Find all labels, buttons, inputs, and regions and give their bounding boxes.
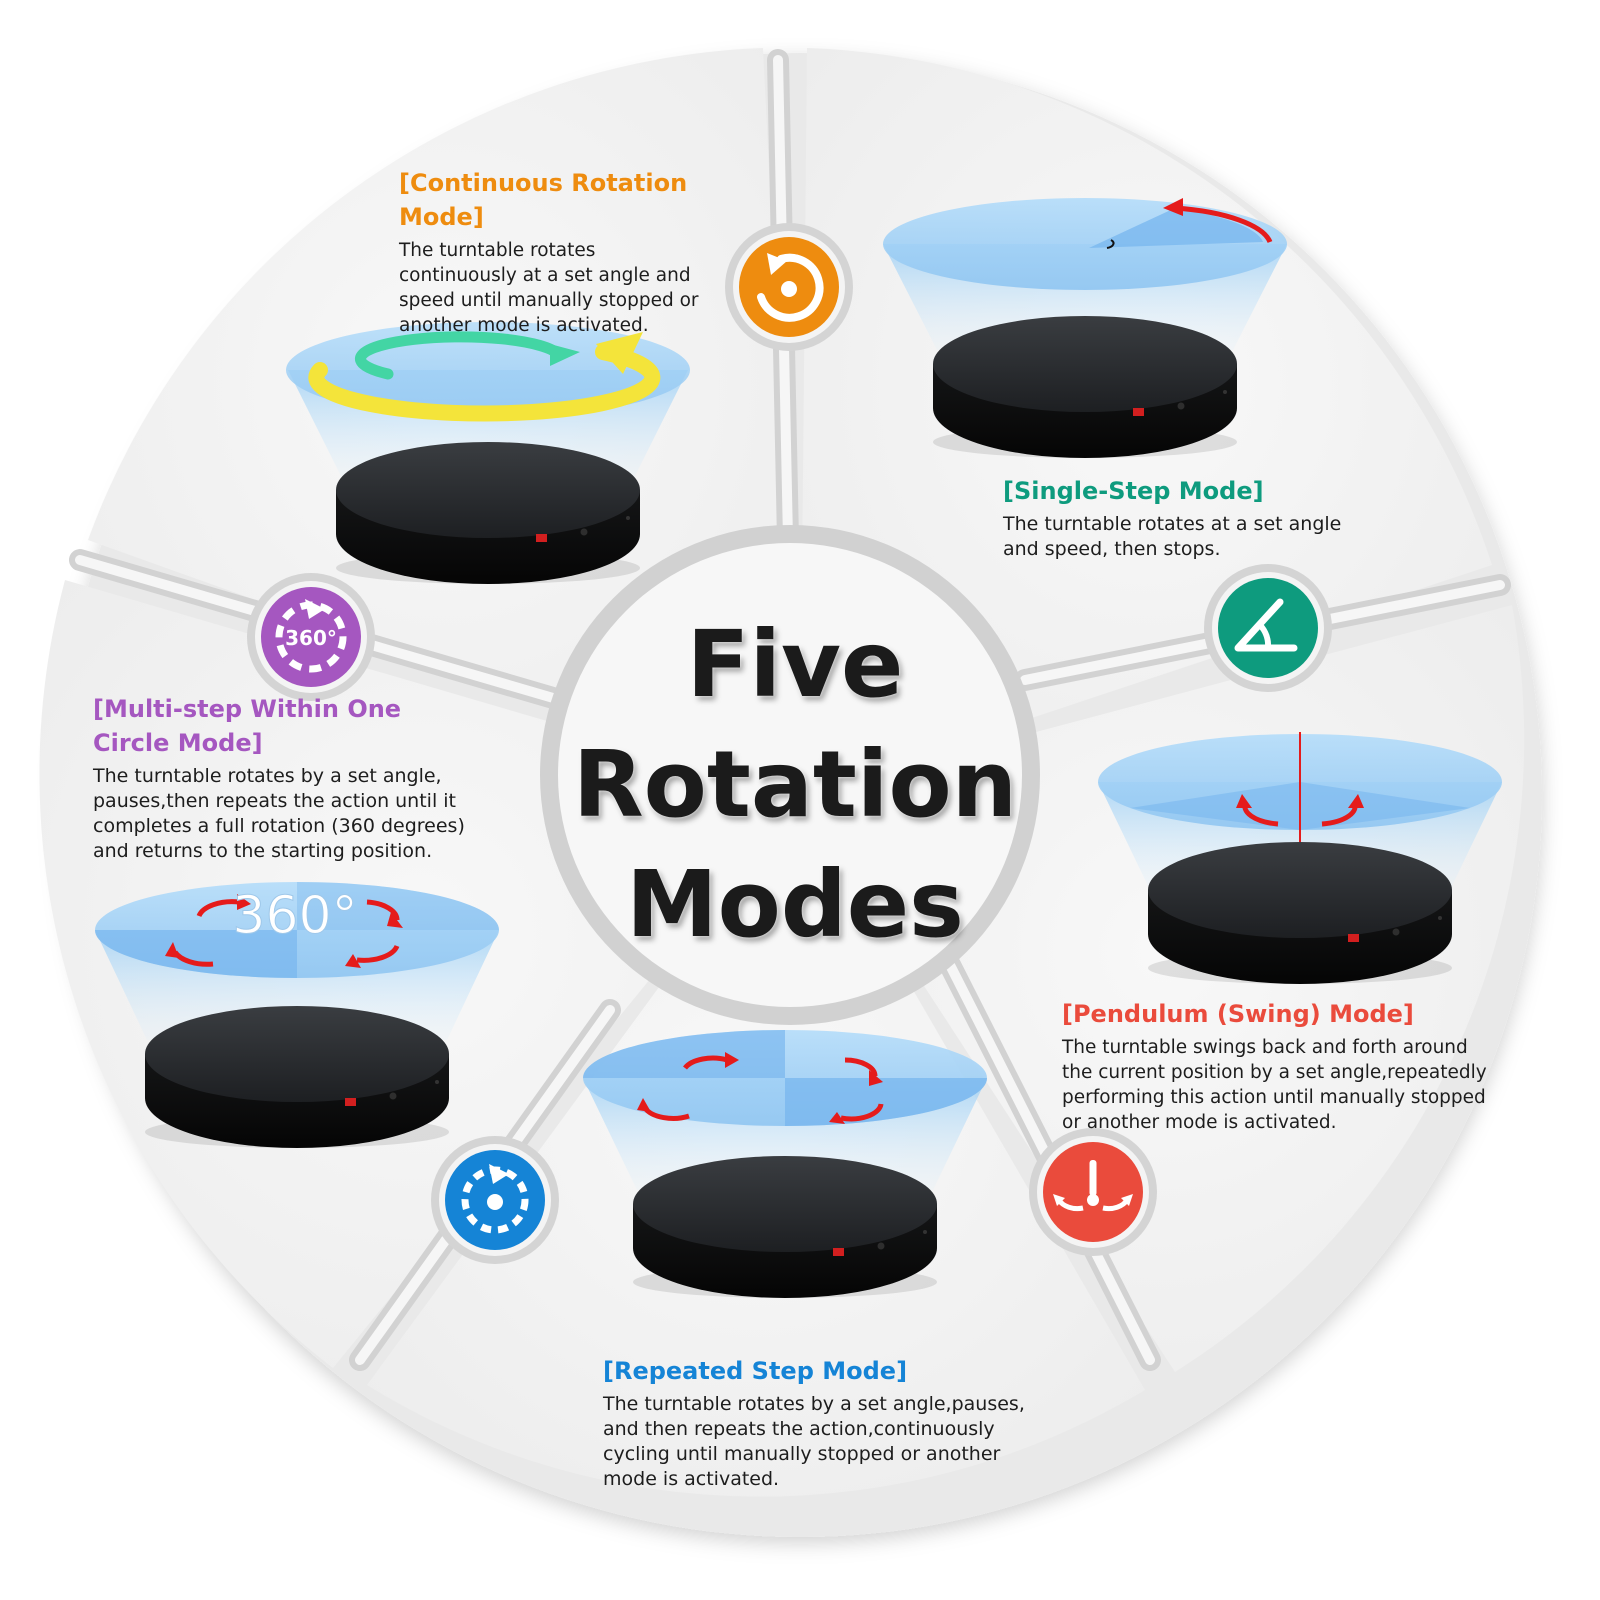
continuous-turntable-illustration [286, 322, 690, 584]
mode-title: [Pendulum (Swing) Mode] [1062, 1000, 1414, 1028]
title-line-3: Modes [626, 851, 964, 958]
mode-repeated-step-block: [Repeated Step Mode] The turntable rotat… [603, 1354, 1033, 1492]
single-step-turntable-illustration [883, 198, 1287, 458]
turntable-360-label: 360° [232, 886, 357, 946]
mode-title: [Continuous Rotation Mode] [399, 169, 688, 231]
mode-single-step-block: [Single-Step Mode] The turntable rotates… [1003, 474, 1383, 562]
mode-title: [Single-Step Mode] [1003, 477, 1264, 505]
mode-multi-step-block: [Multi-step Within One Circle Mode] The … [93, 692, 493, 864]
angle-icon [1218, 578, 1318, 678]
mode-description: The turntable rotates by a set angle, pa… [93, 765, 465, 862]
mode-title: [Repeated Step Mode] [603, 1357, 908, 1385]
mode-description: The turntable rotates at a set angle and… [1003, 513, 1342, 560]
pendulum-turntable-illustration [1098, 732, 1502, 984]
continuous-rotation-icon [739, 237, 839, 337]
mode-title: [Multi-step Within One Circle Mode] [93, 695, 402, 757]
pendulum-icon [1043, 1142, 1143, 1242]
mode-pendulum-block: [Pendulum (Swing) Mode] The turntable sw… [1062, 997, 1492, 1135]
repeated-step-icon [445, 1150, 545, 1250]
page-title: Five Rotation Modes [560, 605, 1030, 965]
mode-description: The turntable rotates by a set angle,pau… [603, 1393, 1025, 1490]
mode-continuous-block: [Continuous Rotation Mode] The turntable… [399, 166, 759, 338]
mode-description: The turntable swings back and forth arou… [1062, 1037, 1487, 1133]
mode-description: The turntable rotates continuously at a … [399, 240, 699, 336]
title-line-1: Five [686, 611, 904, 718]
title-line-2: Rotation [572, 731, 1018, 838]
rotation-360-icon: 360° [261, 587, 361, 687]
repeated-step-turntable-illustration [583, 1030, 987, 1298]
icon-360-label: 360° [285, 626, 337, 650]
multi-step-turntable-illustration: 360° [95, 882, 499, 1148]
